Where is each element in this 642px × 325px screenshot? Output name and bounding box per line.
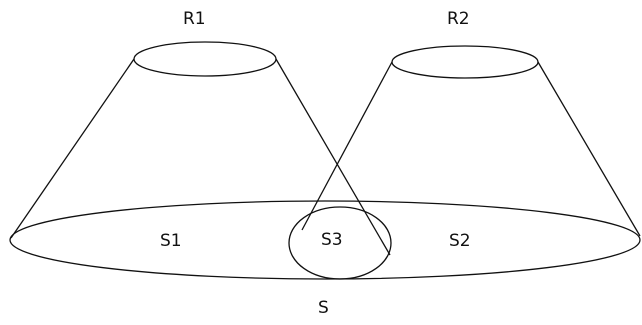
cone-r1-right-edge: [275, 58, 391, 256]
region-s-ellipse: [9, 200, 641, 280]
region-s3-ellipse: [288, 206, 392, 280]
cone-r2-right-edge: [537, 61, 641, 237]
label-r1: R1: [183, 9, 206, 29]
label-s: S: [318, 298, 329, 318]
cone-r2-top: [391, 45, 539, 79]
cone-r2-left-edge: [301, 61, 393, 231]
label-s1: S1: [160, 231, 182, 251]
cone-r1-top: [133, 41, 277, 77]
label-s3: S3: [321, 230, 343, 250]
cone-r1-left-edge: [10, 58, 135, 239]
label-r2: R2: [447, 9, 470, 29]
label-s2: S2: [449, 231, 471, 251]
